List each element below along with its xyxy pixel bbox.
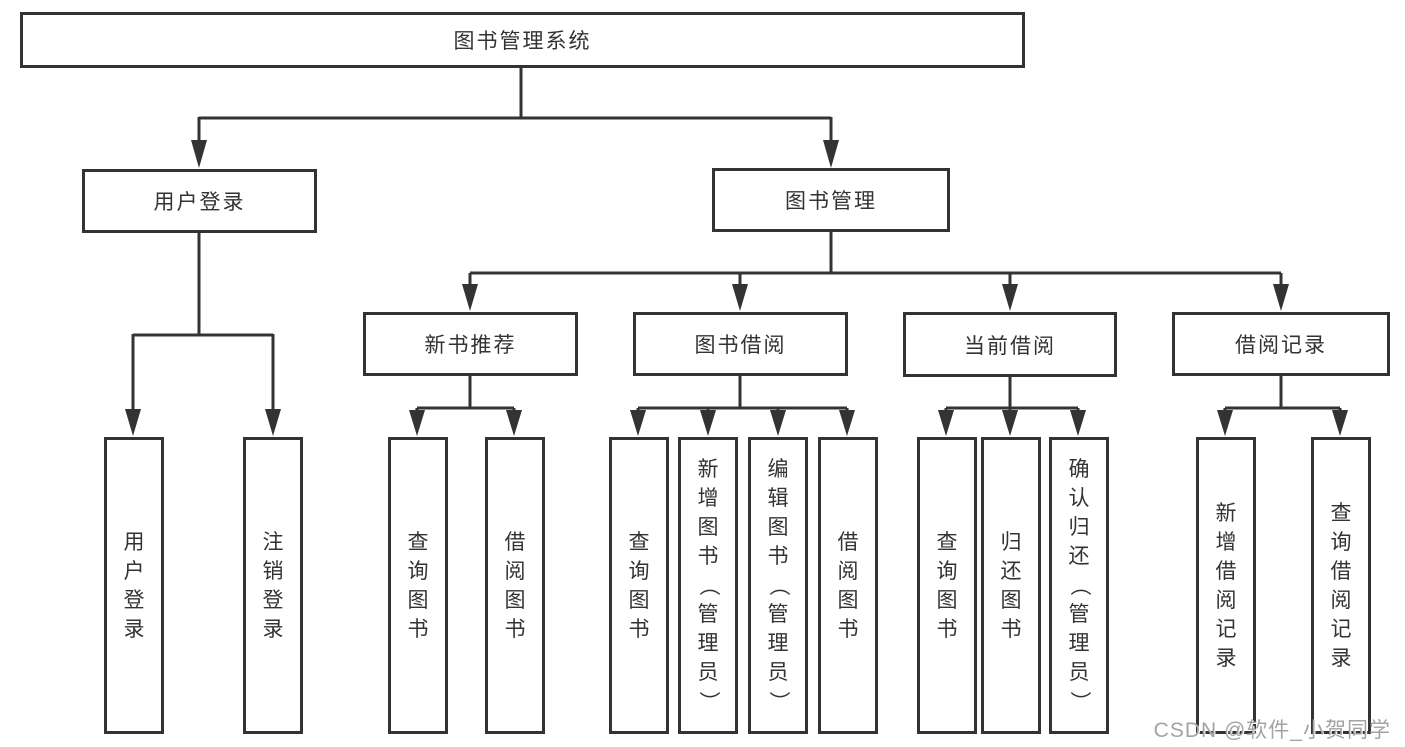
leaf-user-login: 用户登录: [104, 437, 164, 734]
leaf-borrow-books: 借阅图书: [485, 437, 545, 734]
node-label: 新书推荐: [424, 334, 517, 357]
node-book-management: 图书管理: [712, 168, 950, 232]
node-user-login: 用户登录: [82, 169, 317, 233]
leaf-logout: 注销登录: [243, 437, 303, 734]
leaf-query-borrow-record: 查询借阅记录: [1311, 437, 1371, 734]
node-label: 图书管理: [785, 190, 877, 213]
node-current-borrow: 当前借阅: [903, 312, 1117, 377]
leaf-edit-books-admin: 编辑图书（管理员）: [748, 437, 808, 734]
leaf-add-borrow-record: 新增借阅记录: [1196, 437, 1256, 734]
node-label: 图书借阅: [694, 334, 787, 357]
leaf-borrow-books: 借阅图书: [818, 437, 878, 734]
node-label: 图书管理系统: [453, 30, 592, 53]
arrow-down-icons: [125, 140, 1348, 436]
leaf-query-books: 查询图书: [917, 437, 977, 734]
node-book-borrow: 图书借阅: [633, 312, 848, 376]
node-label: 当前借阅: [964, 334, 1056, 358]
node-library-management-system: 图书管理系统: [20, 12, 1025, 68]
csdn-watermark: CSDN @软件_小贺同学: [1153, 719, 1391, 742]
leaf-add-books-admin: 新增图书（管理员）: [678, 437, 738, 734]
node-label: 借阅记录: [1235, 334, 1327, 357]
leaf-return-books: 归还图书: [981, 437, 1041, 734]
node-label: 用户登录: [153, 191, 246, 214]
leaf-confirm-return-admin: 确认归还（管理员）: [1049, 437, 1109, 734]
leaf-query-books: 查询图书: [388, 437, 448, 734]
node-borrow-records: 借阅记录: [1172, 312, 1390, 376]
node-new-book-recommend: 新书推荐: [363, 312, 578, 376]
leaf-query-books: 查询图书: [609, 437, 669, 734]
